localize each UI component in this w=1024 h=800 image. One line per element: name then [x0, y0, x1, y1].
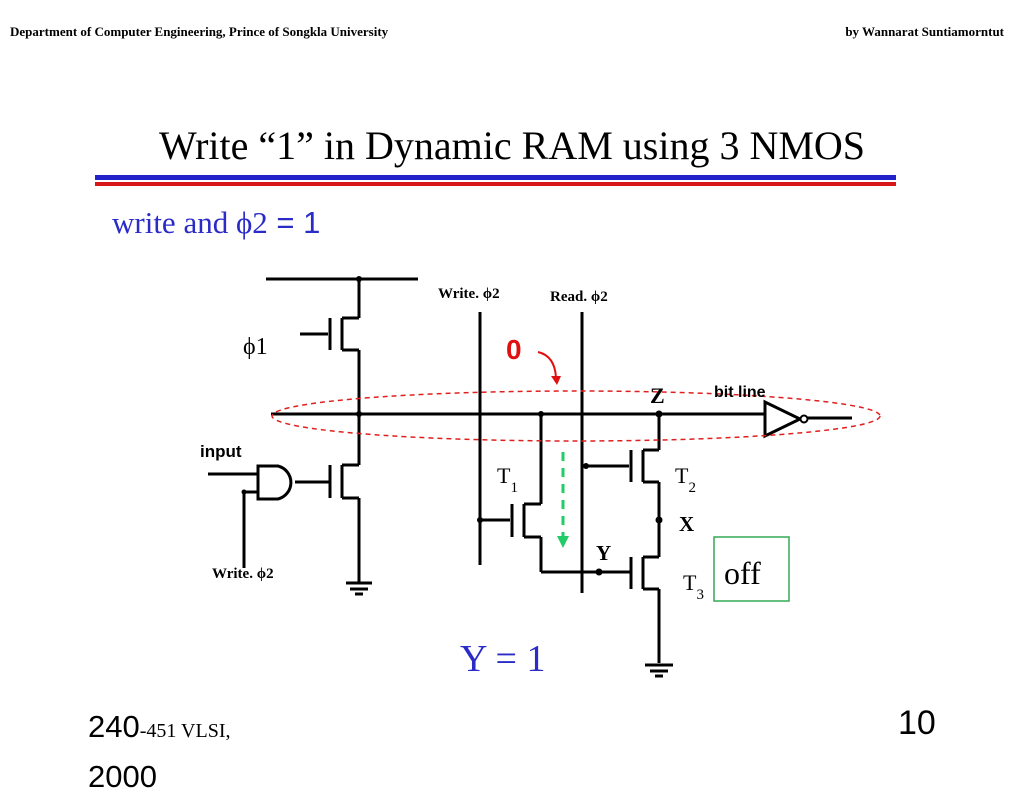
t2-label-main: T	[675, 463, 689, 488]
circuit-wires	[208, 277, 852, 678]
inverter-symbol	[763, 399, 804, 439]
title-rule-blue	[95, 175, 896, 180]
footer-course-number: 240	[88, 709, 140, 744]
y-node-label: Y	[596, 541, 611, 565]
input-label: input	[200, 442, 242, 461]
read-phi2-label: Read. ϕ2	[550, 289, 608, 305]
footer-course: 240-451 VLSI, 2000	[88, 704, 230, 800]
t3-label-sub: 3	[696, 587, 704, 603]
bit-line-highlight-ellipse	[271, 390, 881, 442]
off-label: off	[724, 555, 761, 591]
off-box	[713, 536, 790, 602]
write-phi2-top-label: Write. ϕ2	[438, 286, 500, 302]
footer-course-rest: -451 VLSI,	[139, 720, 231, 742]
header-author: by Wannarat Suntiamorntut	[845, 24, 1004, 39]
write-phi2-left-label: Write. ϕ2	[212, 566, 274, 582]
y-equals-label: Y = 1	[460, 638, 545, 680]
subtitle-suffix: = 1	[267, 205, 321, 240]
zero-value-label: 0	[506, 334, 522, 365]
header-department: Department of Computer Engineering, Prin…	[10, 24, 389, 39]
t1-label-sub: 1	[510, 480, 518, 496]
bit-line-label: bit line	[714, 384, 766, 401]
title-rule-red	[95, 182, 896, 186]
green-current-arrowhead	[557, 536, 569, 548]
zero-pointer-arrow	[537, 351, 557, 379]
t2-label-sub: 2	[688, 480, 696, 496]
z-node-label: Z	[650, 383, 665, 408]
junction-dots	[241, 276, 663, 576]
and-gate-symbol	[256, 464, 293, 501]
subtitle-prefix: write and ϕ2	[112, 205, 268, 240]
t2-label: T2	[675, 463, 696, 496]
t1-label-main: T	[497, 463, 511, 488]
t3-label: T3	[683, 570, 704, 603]
inverter-bubble	[799, 414, 809, 424]
slide-title: Write “1” in Dynamic RAM using 3 NMOS	[158, 123, 866, 168]
x-node-label: X	[679, 512, 694, 536]
t1-label: T1	[497, 463, 518, 496]
footer-page-number: 10	[898, 704, 936, 742]
slide-subtitle: write and ϕ2 = 1	[112, 205, 320, 241]
zero-pointer-arrowhead	[551, 376, 561, 385]
footer-course-year: 2000	[88, 759, 157, 794]
phi1-label: ϕ1	[243, 334, 268, 360]
dram-circuit-diagram: ϕ1 input Write. ϕ2 Write. ϕ2 Read. ϕ2 0 …	[200, 276, 881, 680]
t3-label-main: T	[683, 570, 697, 595]
